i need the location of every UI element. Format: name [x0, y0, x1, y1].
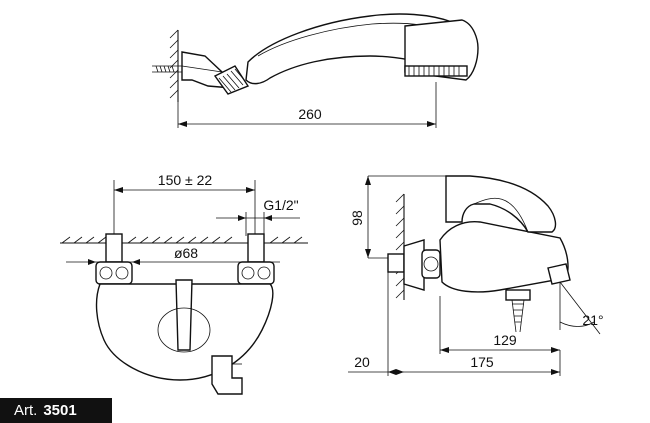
- shower-head: [404, 19, 479, 81]
- article-number: 3501: [43, 402, 77, 419]
- spray-face: [404, 65, 468, 77]
- side-body: [439, 221, 569, 293]
- hand-shower-view: 260: [152, 13, 479, 128]
- shower-outlet: [505, 289, 531, 301]
- total-dimension: 175: [470, 354, 494, 370]
- left-connector: [95, 233, 133, 285]
- spout-dimension: 129: [493, 332, 517, 348]
- article-prefix: Art.: [14, 402, 38, 419]
- diverter-knob: [211, 355, 243, 395]
- side-lever: [445, 175, 557, 233]
- wall-hatch-top: [169, 29, 179, 99]
- side-view: 98 21° 129: [348, 175, 604, 376]
- right-connector: [237, 233, 275, 285]
- lever-base: [157, 307, 211, 353]
- spout-tip: [547, 263, 571, 285]
- mixer-lever: [175, 279, 193, 351]
- depth-dimension: 20: [354, 354, 370, 370]
- length-dimension: 260: [298, 106, 322, 122]
- side-inlet: [387, 253, 405, 273]
- front-view: 150 ± 22 G1/2": [60, 172, 308, 395]
- wall-hatch-front: [61, 236, 303, 244]
- article-label: Art. 3501: [0, 398, 112, 423]
- spacing-dimension: 150 ± 22: [158, 172, 213, 188]
- hose-connector: [213, 65, 250, 95]
- diameter-dimension: ø68: [174, 245, 198, 261]
- wall-screw: [152, 65, 182, 73]
- wall-hatch-side: [395, 193, 405, 299]
- angle-dimension: 21°: [582, 312, 603, 328]
- thread-dimension: G1/2": [263, 197, 298, 213]
- height-dimension: 98: [349, 210, 365, 226]
